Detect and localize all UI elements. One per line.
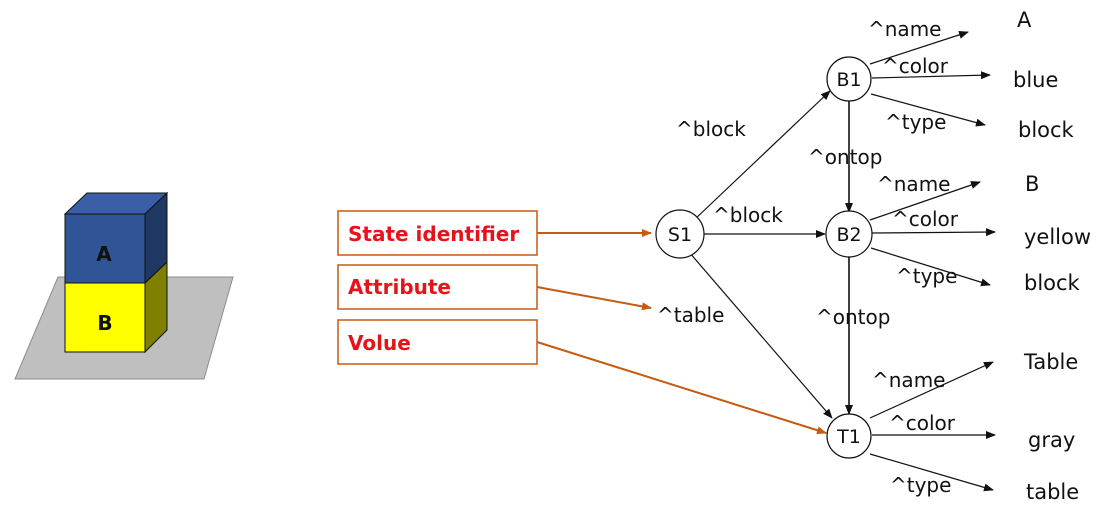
value-b1-name: A	[1017, 8, 1032, 32]
legend-pointer-value	[536, 341, 827, 435]
legend-value-text: Volue	[348, 331, 411, 355]
label-s1-t1: ^table	[657, 303, 724, 327]
edge-b1-type	[870, 93, 986, 127]
legend-attribute-text: Attribute	[348, 275, 451, 299]
value-b2-name: B	[1025, 172, 1039, 196]
label-b2-t1: ^ontop	[816, 305, 890, 329]
legend-state-identifier-text: State identifier	[348, 222, 519, 246]
label-b1-color: ^color	[882, 54, 949, 78]
edge-b1-color	[871, 71, 991, 80]
edge-labels: ^block ^block ^table ^ontop ^ontop ^name…	[657, 17, 959, 497]
node-s1: S1	[655, 209, 705, 259]
node-t1-label: T1	[836, 426, 861, 448]
node-b1: B1	[826, 56, 872, 102]
node-b1-label: B1	[836, 69, 861, 91]
label-b1-b2: ^ontop	[808, 145, 882, 169]
value-b1-type: block	[1018, 118, 1075, 142]
edge-b2-color	[871, 228, 996, 237]
legend-value-box	[337, 319, 538, 365]
label-b1-type: ^type	[885, 110, 946, 134]
node-s1-label: S1	[668, 224, 692, 246]
label-s1-b1: ^block	[676, 117, 746, 141]
edge-t1-type	[869, 453, 994, 492]
block-a-front	[64, 213, 146, 284]
value-t1-color: gray	[1028, 428, 1075, 452]
blocks-illustration: B A	[14, 191, 234, 380]
legend-pointer-attribute	[536, 286, 652, 311]
value-b2-color: yellow	[1024, 225, 1091, 249]
label-b1-name: ^name	[868, 17, 941, 41]
block-b-front	[64, 282, 146, 353]
block-a-label: A	[96, 242, 112, 266]
label-b2-color: ^color	[892, 207, 959, 231]
node-b2-label: B2	[836, 224, 861, 246]
edge-s1-t1	[688, 251, 833, 419]
label-s1-b2: ^block	[713, 203, 783, 227]
block-b-label: B	[97, 311, 112, 335]
value-t1-type: table	[1026, 480, 1079, 504]
value-b2-type: block	[1024, 271, 1081, 295]
edge-t1-name	[869, 361, 994, 419]
label-b2-name: ^name	[877, 172, 950, 196]
edge-b2-name	[869, 181, 981, 221]
legend-attribute-box	[337, 264, 538, 310]
node-b2: B2	[825, 210, 873, 258]
network-nodes: S1 B1 B2 T1	[655, 56, 873, 459]
label-b2-type: ^type	[896, 264, 957, 288]
edge-s1-b1	[693, 90, 831, 221]
label-t1-type: ^type	[890, 473, 951, 497]
edge-b1-name	[869, 30, 969, 65]
value-b1-color: blue	[1013, 68, 1058, 92]
edge-b2-type	[870, 247, 991, 287]
value-t1-name: Table	[1023, 350, 1078, 374]
legend: State identifier Attribute Volue	[337, 210, 827, 435]
node-t1: T1	[826, 413, 872, 459]
attribute-values: A blue block B yellow block Table gray t…	[1013, 8, 1091, 504]
label-t1-color: ^color	[889, 411, 956, 435]
label-t1-name: ^name	[872, 368, 945, 392]
network-edges	[688, 30, 996, 492]
